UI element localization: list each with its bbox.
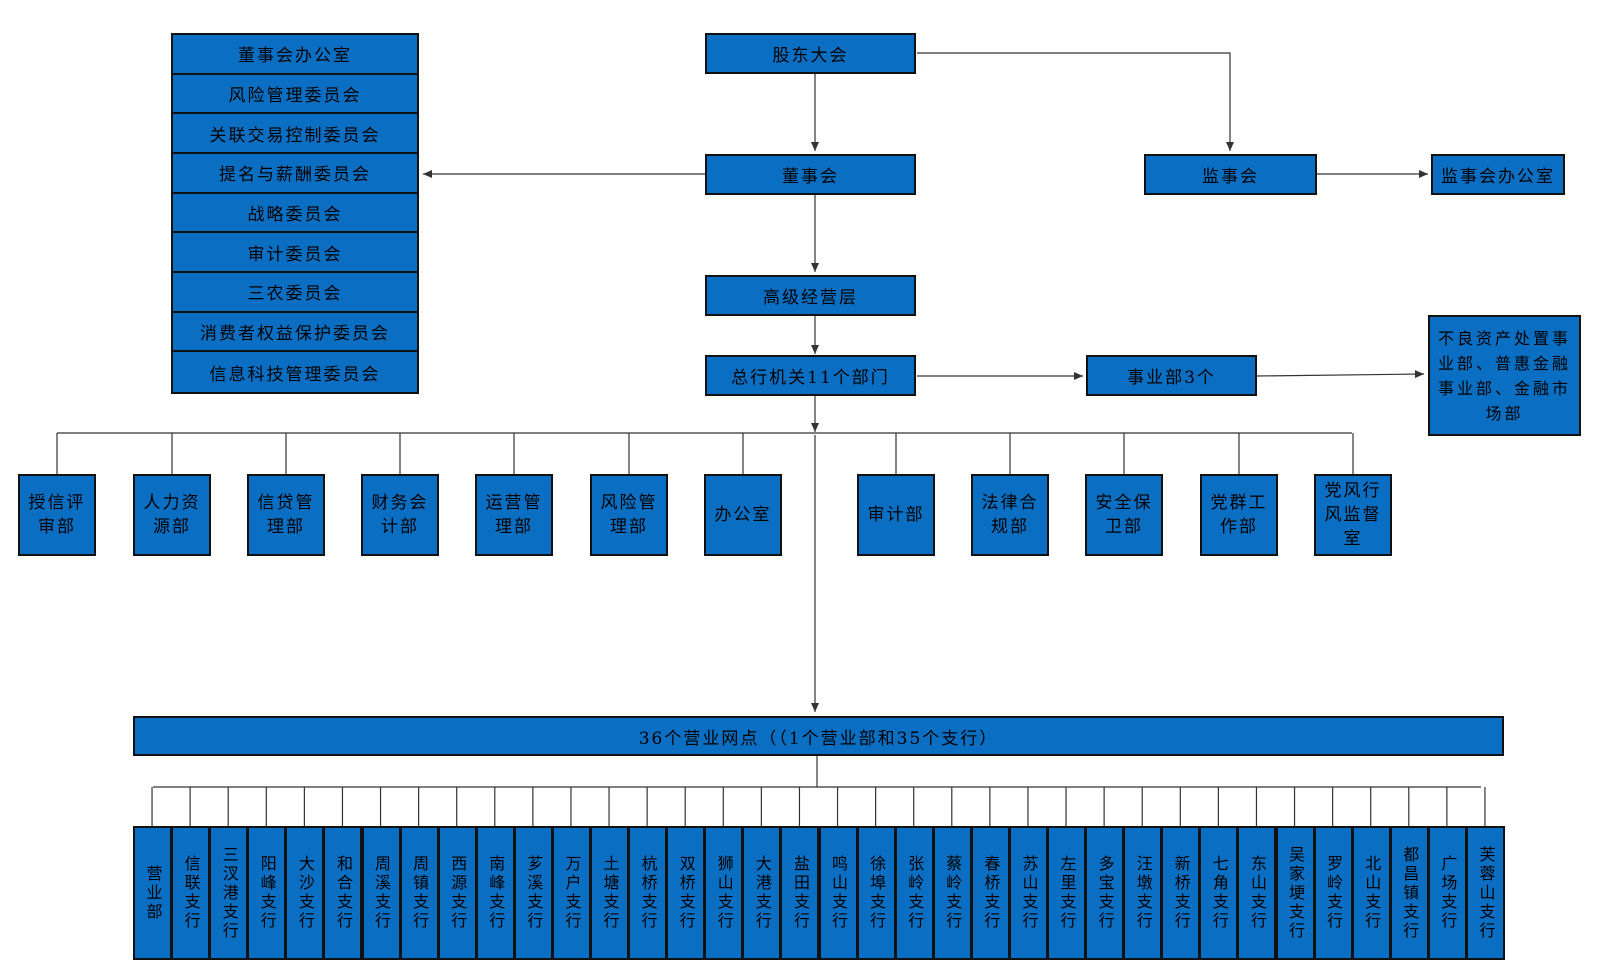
branch-14: 双桥支行 [666,826,706,960]
branch-16: 大港支行 [742,826,782,960]
branch-9: 南峰支行 [475,826,515,960]
branch-22: 春桥支行 [970,826,1010,960]
branch-33: 都昌镇支行 [1389,826,1429,960]
branch-21: 蔡岭支行 [932,826,972,960]
branch-32: 北山支行 [1351,826,1391,960]
supervisory-office-box: 监事会办公室 [1431,154,1565,195]
senior-management-box: 高级经营层 [705,275,916,316]
branch-17: 盐田支行 [780,826,820,960]
committee-strategy: 战略委员会 [173,194,417,234]
committee-agriculture: 三农委员会 [173,273,417,313]
dept-4: 运营管理部 [475,474,553,556]
shareholders-box: 股东大会 [705,33,916,74]
dept-3: 财务会计部 [361,474,439,556]
business-units-detail-box: 不良资产处置事业部、普惠金融事业部、金融市场部 [1428,315,1581,436]
branch-4: 大沙支行 [285,826,325,960]
branch-8: 西源支行 [437,826,477,960]
outlets-box: 36个营业网点（（1个营业部和35个支行） [133,716,1504,756]
branch-2: 三汊港支行 [209,826,249,960]
branch-20: 张岭支行 [894,826,934,960]
committee-nomination: 提名与薪酬委员会 [173,154,417,194]
dept-7: 审计部 [857,474,935,556]
committee-board-office: 董事会办公室 [173,35,417,75]
branch-13: 杭桥支行 [628,826,668,960]
branch-34: 广场支行 [1427,826,1467,960]
committee-related-transactions: 关联交易控制委员会 [173,114,417,155]
dept-10: 党群工作部 [1200,474,1278,556]
branch-24: 左里支行 [1047,826,1087,960]
branch-15: 狮山支行 [704,826,744,960]
dept-8: 法律合规部 [971,474,1049,556]
branch-1: 信联支行 [171,826,211,960]
committee-audit: 审计委员会 [173,233,417,274]
dept-1: 人力资源部 [133,474,211,556]
branch-29: 东山支行 [1237,826,1277,960]
branch-35: 芙蓉山支行 [1465,826,1505,960]
branch-10: 芗溪支行 [513,826,553,960]
branch-7: 周镇支行 [399,826,439,960]
dept-2: 信贷管理部 [247,474,325,556]
board-box: 董事会 [705,154,916,195]
branch-26: 汪墩支行 [1123,826,1163,960]
supervisory-box: 监事会 [1144,154,1317,195]
branch-6: 周溪支行 [361,826,401,960]
branch-3: 阳峰支行 [247,826,287,960]
branch-27: 新桥支行 [1161,826,1201,960]
branch-19: 徐埠支行 [856,826,896,960]
dept-6: 办公室 [704,474,782,556]
branch-5: 和合支行 [323,826,363,960]
dept-0: 授信评审部 [18,474,96,556]
branch-25: 多宝支行 [1085,826,1125,960]
head-office-box: 总行机关11个部门 [705,355,916,396]
committee-it: 信息科技管理委员会 [209,364,381,385]
committee-consumer: 消费者权益保护委员会 [173,313,417,353]
branch-23: 苏山支行 [1008,826,1048,960]
branch-30: 吴家埂支行 [1275,826,1315,960]
dept-5: 风险管理部 [590,474,668,556]
committee-risk: 风险管理委员会 [173,75,417,115]
branch-12: 土塘支行 [590,826,630,960]
committee-stack: 董事会办公室 风险管理委员会 关联交易控制委员会 提名与薪酬委员会 战略委员会 … [171,33,419,394]
dept-9: 安全保卫部 [1085,474,1163,556]
branch-18: 鸣山支行 [818,826,858,960]
business-units-box: 事业部3个 [1086,355,1257,396]
branch-28: 七角支行 [1199,826,1239,960]
branch-11: 万户支行 [551,826,591,960]
dept-11: 党风行风监督室 [1314,474,1392,556]
branch-0: 营业部 [133,826,173,960]
branch-31: 罗岭支行 [1313,826,1353,960]
